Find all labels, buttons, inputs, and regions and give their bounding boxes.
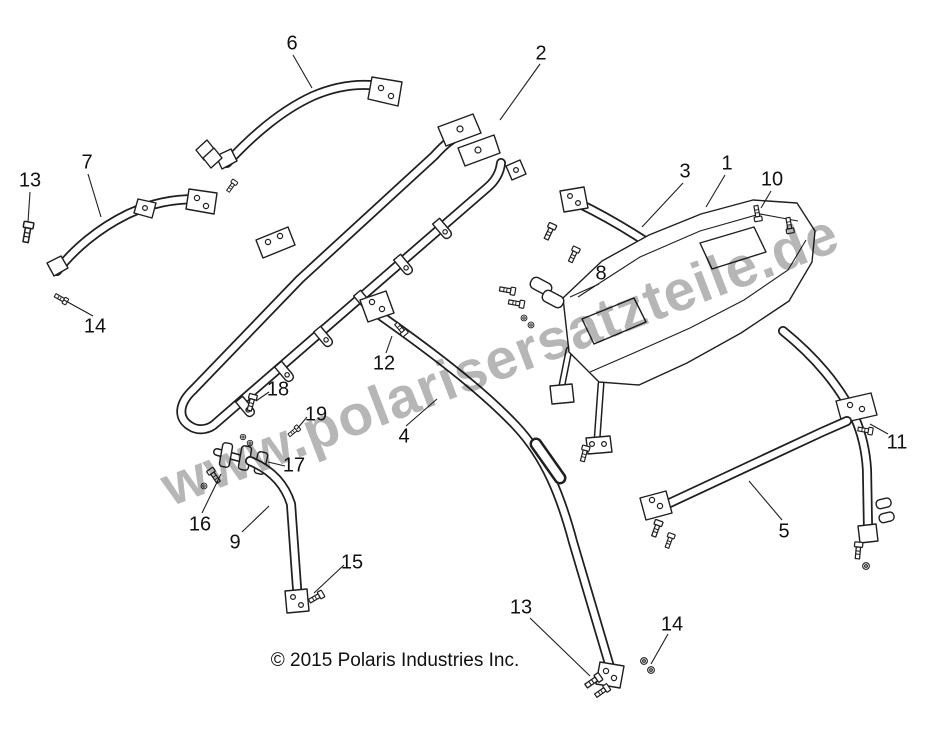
callout-9: 9 [229,531,241,554]
callout-10: 10 [760,168,784,191]
bolt-13-top [19,220,35,244]
callout-16: 16 [188,513,212,536]
washer-14-bottom [640,657,648,665]
callout-6: 6 [286,32,298,55]
callout-18: 18 [266,378,290,401]
bracket-12 [359,290,395,323]
part-tube-6 [195,76,403,194]
bolt-16 [205,466,223,486]
part-rear-panel-1 [549,199,816,463]
part-tube-9 [200,392,326,614]
callout-17: 17 [282,454,306,477]
hardware-8 [498,276,565,329]
callout-3: 3 [679,160,691,183]
part-front-hoop-2 [176,113,527,435]
callout-1: 1 [721,152,733,175]
callout-2: 2 [535,42,547,65]
part-tube-7 [19,188,218,306]
callout-4: 4 [398,425,410,448]
bolt-15 [306,589,326,606]
clamp-half [218,442,234,468]
part-crossbar-5 [639,416,852,550]
part-a-pillar-4 [359,290,655,700]
callout-15: 15 [340,551,364,574]
callout-14-bottom: 14 [660,613,684,636]
bolt-13-bottom [583,671,604,691]
pin-14-left [52,291,70,306]
callout-8: 8 [595,262,607,285]
callout-14-left: 14 [83,315,107,338]
leader-lines [27,54,889,677]
callout-7: 7 [81,151,93,174]
bolt-small [224,178,239,194]
callout-11: 11 [886,431,908,454]
callout-19: 19 [304,403,328,426]
part-rear-pillar [778,326,895,570]
bolt-pillar-foot [852,541,864,560]
copyright-text: © 2015 Polaris Industries Inc. [270,650,520,671]
callout-12: 12 [372,352,396,375]
callout-13-top: 13 [18,169,42,192]
callout-5: 5 [778,520,790,543]
callout-13-bottom: 13 [509,596,533,619]
